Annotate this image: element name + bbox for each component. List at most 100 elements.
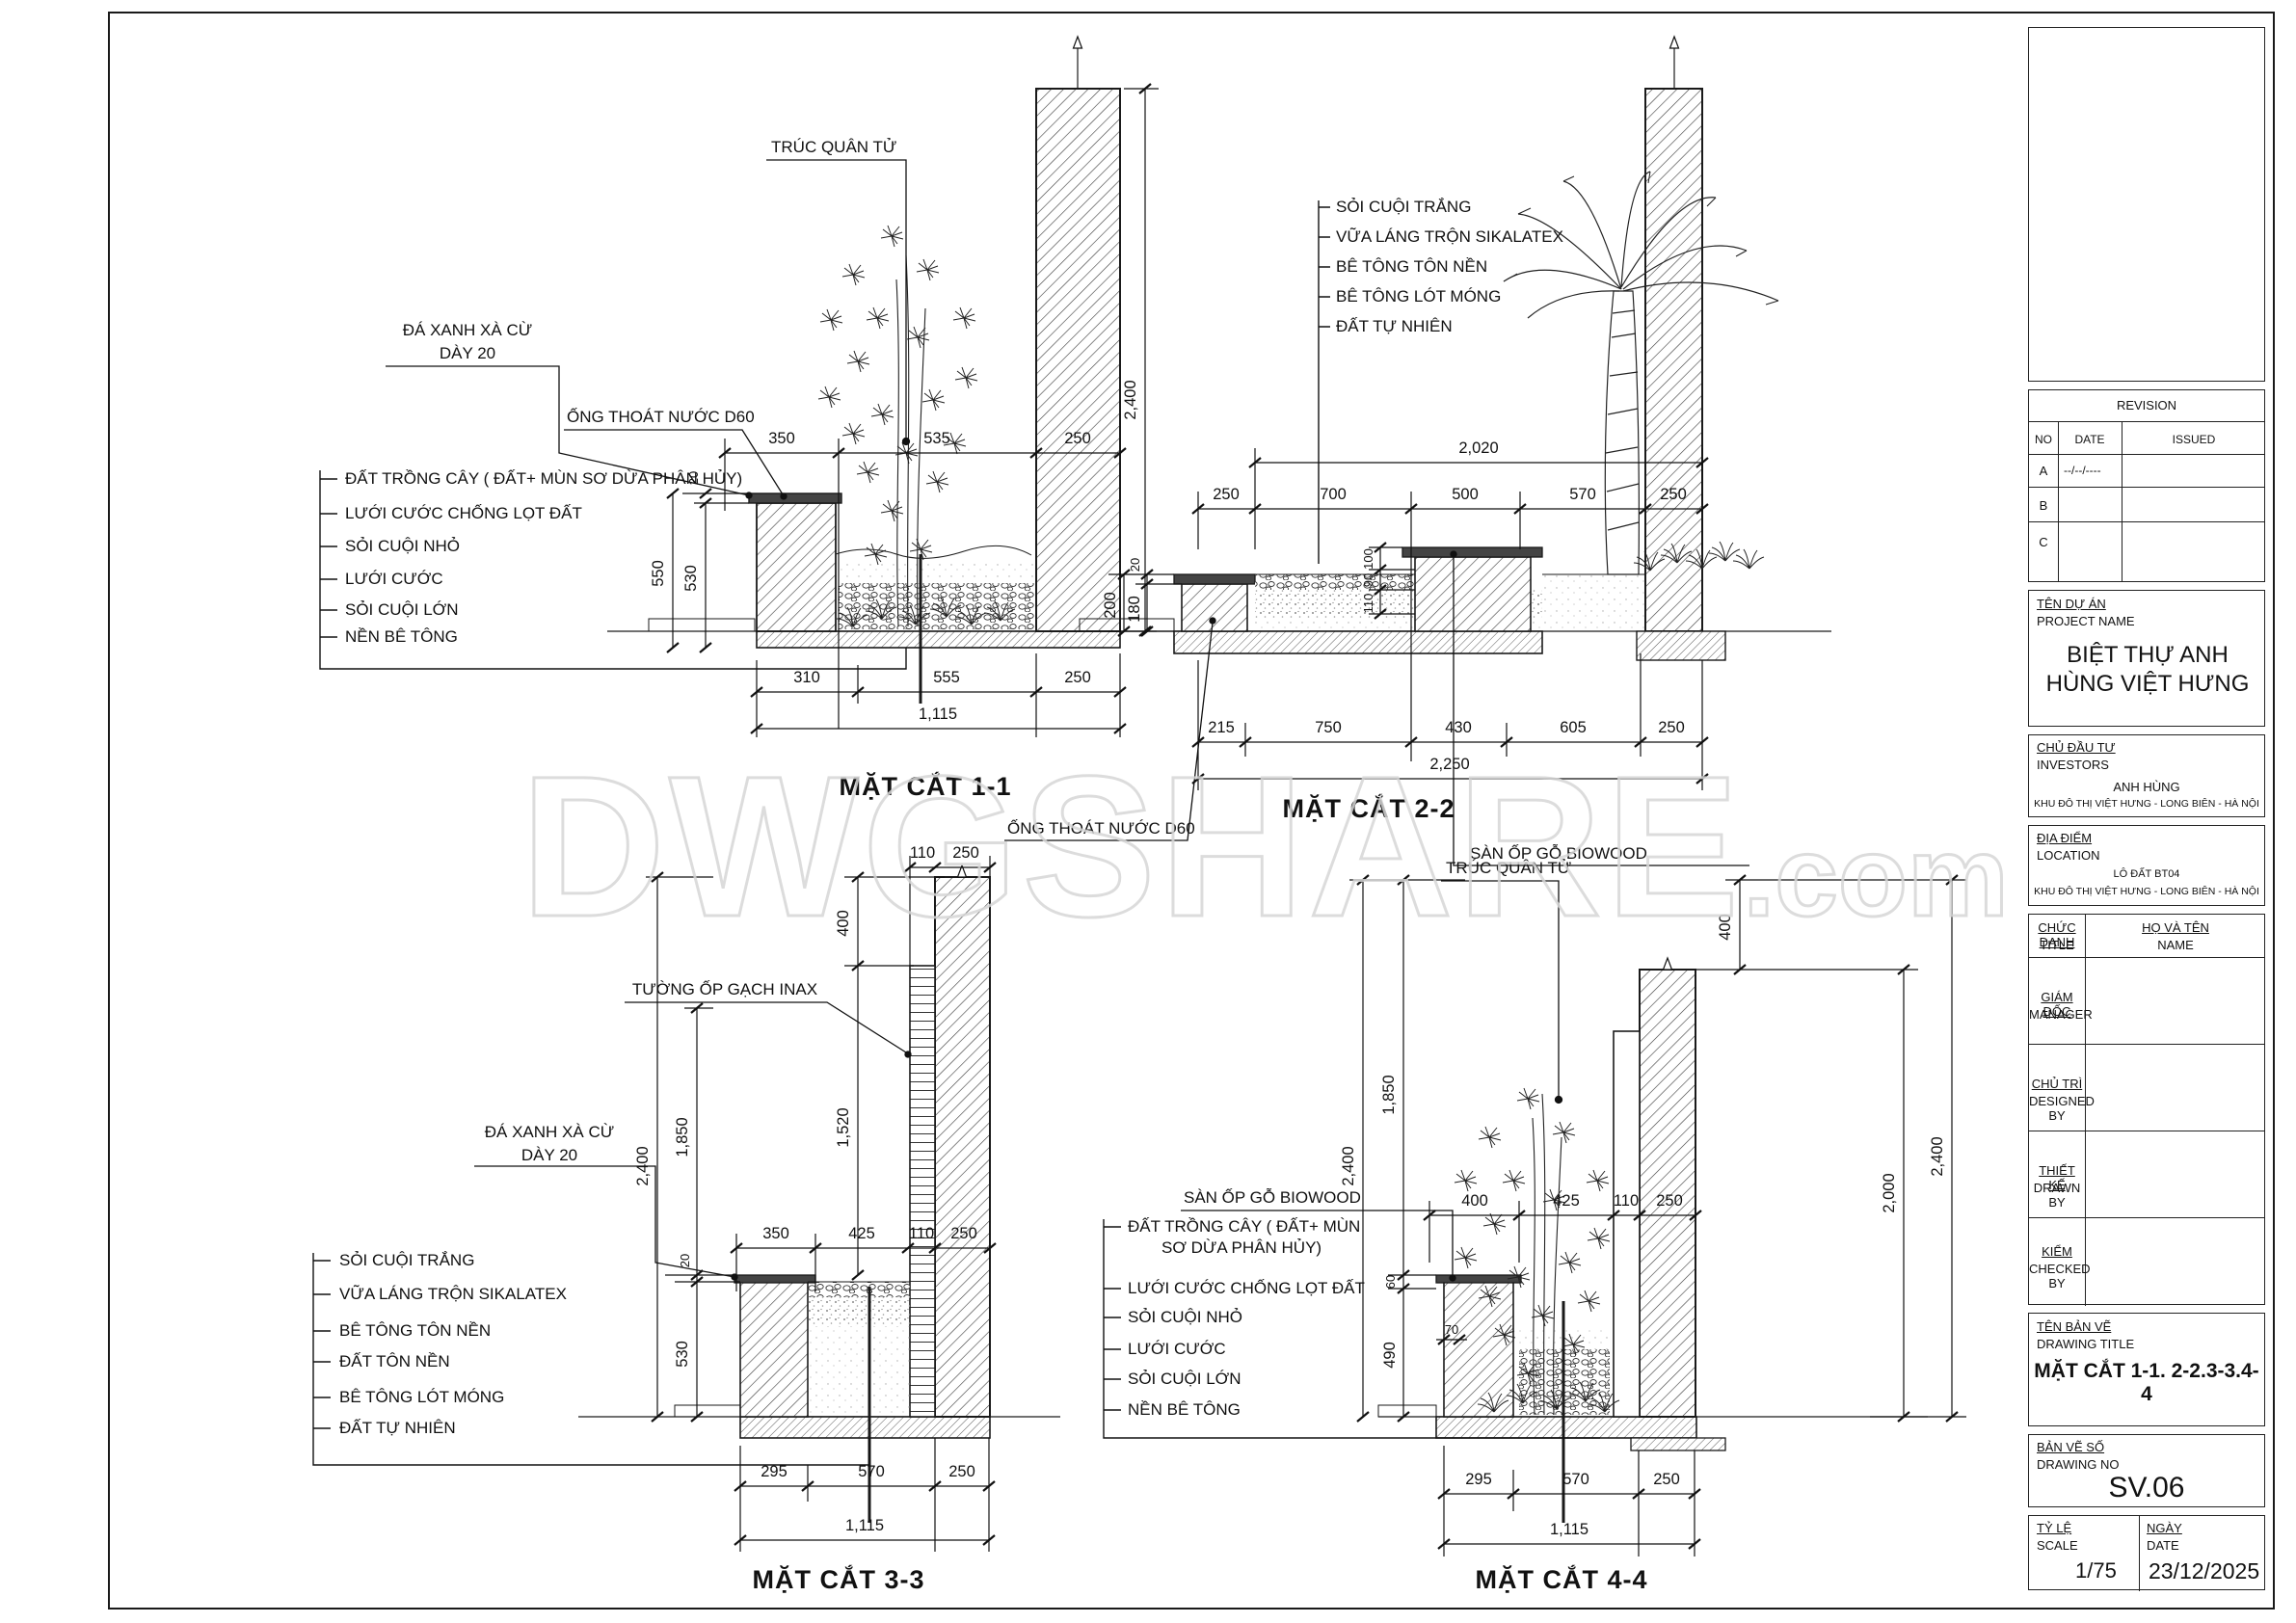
project-name: BIỆT THỰ ANH HÙNG VIỆT HƯNG xyxy=(2045,642,2250,697)
s11-dim-height: 2,400 xyxy=(1122,380,1139,419)
s44-material-1b: SƠ DỪA PHÂN HỦY) xyxy=(1161,1238,1322,1257)
project-label-en: PROJECT NAME xyxy=(2037,614,2135,628)
s11-callout-stone-2: DÀY 20 xyxy=(440,344,495,362)
s33-dim-1850: 1,850 xyxy=(674,1117,691,1157)
s22-material-1: SỎI CUỘI TRẮNG xyxy=(1336,198,1471,216)
s11-structure xyxy=(607,36,1157,704)
s22-dim-bottom-4: 605 xyxy=(1560,719,1587,736)
s44-dim-bottom-1: 295 xyxy=(1465,1471,1492,1488)
role-checked-vi: KIỂM xyxy=(2042,1244,2072,1259)
revision-header: REVISION xyxy=(2116,398,2177,412)
s22-material-5: ĐẤT TỰ NHIÊN xyxy=(1336,317,1453,335)
s22-dim-2020: 2,020 xyxy=(1458,439,1498,457)
role-label-en: TITLE xyxy=(2040,938,2074,952)
tb-empty-box xyxy=(2028,27,2265,382)
s44-structure xyxy=(1377,957,1928,1523)
s22-dim-bottom-5: 250 xyxy=(1658,719,1685,736)
dno-label-vi: BẢN VẼ SỐ xyxy=(2037,1440,2105,1454)
s11-dim-530: 530 xyxy=(682,565,700,592)
s11-material-6: NỀN BÊ TÔNG xyxy=(345,627,458,646)
revision-col-issued: ISSUED xyxy=(2172,433,2216,446)
s11-material-5: SỎI CUỘI LỚN xyxy=(345,600,459,619)
s44-material-2: LƯỚI CƯỚC CHỐNG LỌT ĐẤT xyxy=(1128,1278,1365,1297)
location-label-en: LOCATION xyxy=(2037,848,2100,863)
s33-dim-bottom-1: 295 xyxy=(761,1463,788,1480)
s44-callout-plant: TRÚC QUÂN TỬ xyxy=(1446,859,1571,877)
s22-dim-90: 90 xyxy=(1361,573,1375,587)
tb-drawing-no-box: BẢN VẼ SỐ DRAWING NO SV.06 xyxy=(2028,1434,2265,1507)
role-manager-en: MANAGER xyxy=(2029,1007,2093,1022)
s22-dim-total: 2,250 xyxy=(1429,756,1469,773)
s33-dim-mid-1: 350 xyxy=(762,1225,789,1242)
s11-dim-550: 550 xyxy=(650,560,667,587)
location-lot: LÔ ĐẤT BT04 xyxy=(2113,868,2180,880)
tb-personnel-box: CHỨC DANH TITLE HỌ VÀ TÊN NAME GIÁM ĐỐC … xyxy=(2028,914,2265,1306)
s11-callouts xyxy=(386,159,911,500)
date-value: 23/12/2025 xyxy=(2149,1558,2260,1583)
role-drawn-en: DRAWN BY xyxy=(2033,1181,2081,1210)
s33-dim-total: 1,115 xyxy=(845,1517,884,1534)
s44-material-4: LƯỚI CƯỚC xyxy=(1128,1340,1226,1358)
s33-dim-top-2: 250 xyxy=(952,844,979,862)
s11-dim-bottom-2: 555 xyxy=(933,669,960,686)
project-label-vi: TÊN DỰ ÁN xyxy=(2037,597,2106,611)
revision-row-c: C xyxy=(2039,535,2048,549)
s44-dim-2400-right: 2,400 xyxy=(1929,1136,1946,1176)
s22-dim-200: 200 xyxy=(1102,592,1119,619)
s22-dim-top-3: 500 xyxy=(1452,486,1479,503)
investor-name: ANH HÙNG xyxy=(2113,780,2180,794)
s33-structure xyxy=(578,865,1060,1523)
tb-revision-box: REVISION NO DATE ISSUED A --/--/---- B C xyxy=(2028,389,2265,582)
s33-dim-mid-4: 250 xyxy=(950,1225,977,1242)
s11-callout-plant: TRÚC QUÂN TỬ xyxy=(771,138,896,156)
s11-dim-20: 20 xyxy=(686,471,701,485)
tb-investors-box: CHỦ ĐẦU TƯ INVESTORS ANH HÙNG KHU ĐÔ THỊ… xyxy=(2028,734,2265,817)
date-label-vi: NGÀY xyxy=(2147,1521,2182,1535)
tb-drawing-title-box: TÊN BẢN VẼ DRAWING TITLE MẶT CẮT 1-1. 2-… xyxy=(2028,1313,2265,1426)
location-address: KHU ĐÔ THỊ VIỆT HƯNG - LONG BIÊN - HÀ NỘ… xyxy=(2034,886,2259,897)
s22-palm-tree xyxy=(1503,171,1779,575)
role-label-vi: CHỨC DANH xyxy=(2038,920,2076,949)
scale-label-vi: TỶ LỆ xyxy=(2037,1521,2072,1535)
dno-label-en: DRAWING NO xyxy=(2037,1457,2120,1472)
s33-dim-bottom-2: 570 xyxy=(858,1463,885,1480)
s11-dimensions xyxy=(665,82,1159,737)
s44-material-5: SỎI CUỘI LỚN xyxy=(1128,1370,1241,1388)
s11-dim-bottom-1: 310 xyxy=(793,669,820,686)
s22-material-list: SỎI CUỘI TRẮNG VỮA LÁNG TRỘN SIKALATEX B… xyxy=(1318,198,1563,564)
s33-dim-mid-3: 110 xyxy=(909,1225,934,1242)
s22-dim-top-1: 250 xyxy=(1213,486,1240,503)
s22-structure xyxy=(1079,36,1831,661)
s11-dim-bottom-3: 250 xyxy=(1064,669,1091,686)
s44-material-list: ĐẤT TRỒNG CÂY ( ĐẤT+ MÙN SƠ DỪA PHÂN HỦY… xyxy=(1103,1217,1600,1439)
s44-dim-mid-2: 425 xyxy=(1553,1192,1580,1210)
tb-scale-date-box: TỶ LỆ SCALE 1/75 NGÀY DATE 23/12/2025 xyxy=(2028,1515,2265,1591)
s33-dim-mid-2: 425 xyxy=(848,1225,875,1242)
s33-dim-bottom-3: 250 xyxy=(948,1463,975,1480)
s22-dim-top-4: 570 xyxy=(1569,486,1596,503)
s11-dim-top-1: 350 xyxy=(768,430,795,447)
s33-material-2: VỮA LÁNG TRỘN SIKALATEX xyxy=(339,1285,567,1303)
s44-dim-bottom-2: 570 xyxy=(1562,1471,1589,1488)
investor-label-en: INVESTORS xyxy=(2037,758,2109,772)
s11-material-1: ĐẤT TRỒNG CÂY ( ĐẤT+ MÙN SƠ DỪA PHÂN HỦY… xyxy=(345,469,742,488)
s44-material-3: SỎI CUỘI NHỎ xyxy=(1128,1308,1242,1326)
s33-material-1: SỎI CUỘI TRẮNG xyxy=(339,1251,474,1269)
s44-title: MẶT CẮT 4-4 xyxy=(1476,1564,1648,1594)
investor-address: KHU ĐÔ THỊ VIỆT HƯNG - LONG BIÊN - HÀ NỘ… xyxy=(2034,798,2259,810)
s22-dim-20: 20 xyxy=(1128,558,1142,572)
revision-row-b: B xyxy=(2039,498,2048,513)
s33-callout-stone-2: DÀY 20 xyxy=(521,1146,577,1164)
role-checked-en: CHECKED BY xyxy=(2029,1262,2091,1290)
s33-dim-1520: 1,520 xyxy=(835,1107,852,1147)
s22-dim-bottom-2: 750 xyxy=(1315,719,1342,736)
s44-dim-2400-left: 2,400 xyxy=(1340,1146,1357,1185)
name-label-vi: HỌ VÀ TÊN xyxy=(2142,920,2209,935)
s33-material-3: BÊ TÔNG TÔN NỀN xyxy=(339,1321,491,1340)
s33-callouts xyxy=(474,1001,912,1281)
s11-material-4: LƯỚI CƯỚC xyxy=(345,570,443,588)
s44-dim-mid-4: 250 xyxy=(1656,1192,1683,1210)
revision-row-a-date: --/--/---- xyxy=(2064,464,2101,477)
name-label-en: NAME xyxy=(2157,938,2194,952)
s44-dim-total: 1,115 xyxy=(1550,1521,1589,1538)
